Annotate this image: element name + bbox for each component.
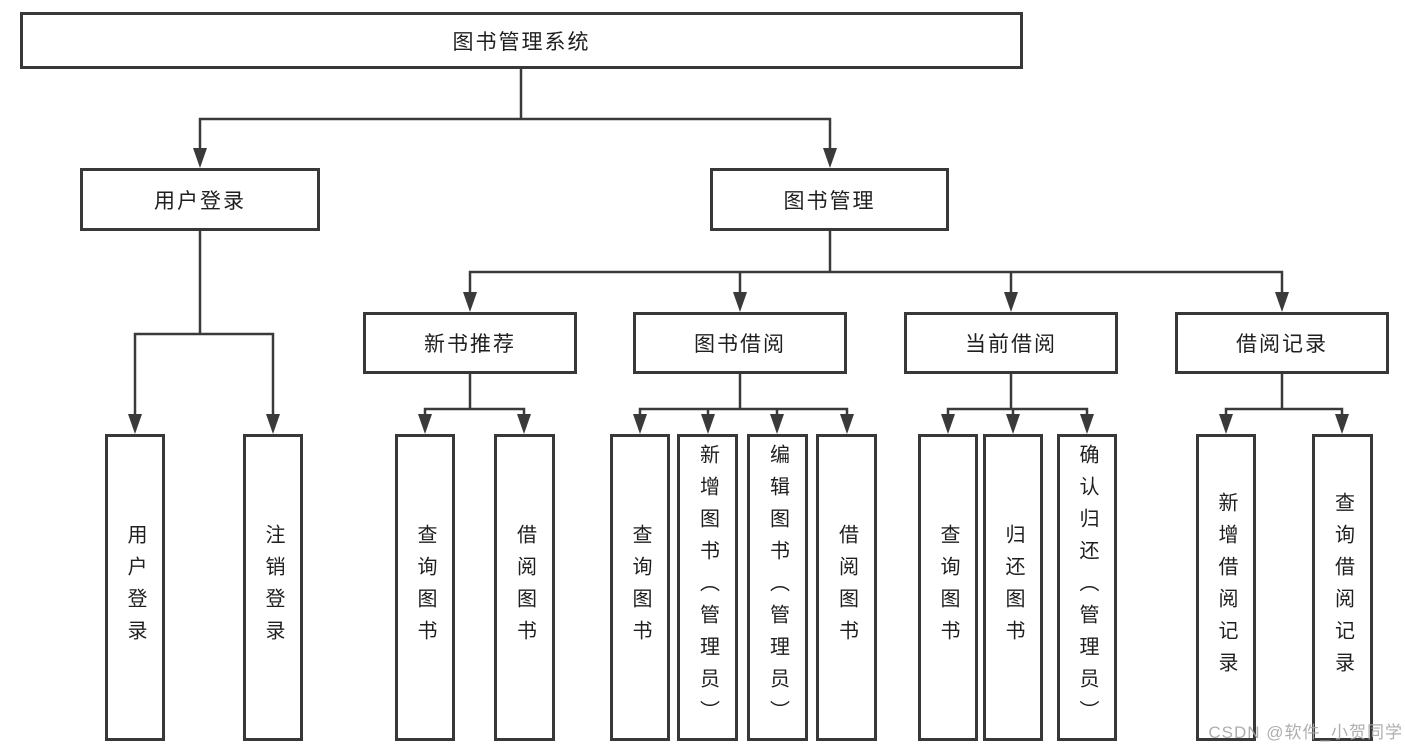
node-borrow-records: 借阅记录: [1175, 312, 1389, 374]
node-leaf-user-login: 用户登录: [105, 434, 165, 741]
node-leaf-cb-return: 归还图书: [983, 434, 1043, 741]
node-leaf-logout: 注销登录: [243, 434, 303, 741]
node-label: 新书推荐: [424, 333, 516, 356]
node-leaf-bb-query: 查询图书: [610, 434, 670, 741]
node-label: 图书管理: [783, 189, 876, 213]
node-leaf-cb-query: 查询图书: [918, 434, 978, 741]
node-label: 确认归还（管理员）: [1076, 443, 1098, 732]
node-book-mgmt: 图书管理: [710, 168, 949, 231]
node-current-borrow: 当前借阅: [904, 312, 1118, 374]
node-label: 借阅图书: [513, 523, 536, 652]
node-leaf-cb-confirm: 确认归还（管理员）: [1057, 434, 1117, 741]
node-book-borrow: 图书借阅: [633, 312, 847, 374]
node-leaf-nb-borrow: 借阅图书: [494, 434, 555, 741]
node-label: 用户登录: [154, 189, 246, 213]
node-label: 归还图书: [1002, 523, 1024, 652]
node-new-book-rec: 新书推荐: [363, 312, 577, 374]
node-label: 借阅图书: [835, 523, 858, 652]
node-label: 图书借阅: [694, 333, 786, 356]
node-label: 查询借阅记录: [1331, 491, 1354, 684]
node-leaf-bb-add: 新增图书（管理员）: [677, 434, 738, 741]
node-leaf-rec-query: 查询借阅记录: [1312, 434, 1373, 741]
node-label: 查询图书: [937, 523, 959, 652]
node-label: 注销登录: [262, 523, 284, 652]
node-label: 新增借阅记录: [1215, 491, 1237, 684]
node-root: 图书管理系统: [20, 12, 1023, 69]
node-label: 查询图书: [414, 523, 436, 652]
node-label: 当前借阅: [965, 333, 1057, 356]
node-label: 借阅记录: [1236, 333, 1328, 356]
node-label: 用户登录: [124, 523, 146, 652]
node-label: 新增图书（管理员）: [696, 443, 719, 732]
node-leaf-bb-borrow: 借阅图书: [816, 434, 877, 741]
node-label: 查询图书: [629, 523, 651, 652]
node-label: 编辑图书（管理员）: [766, 443, 789, 732]
node-leaf-rec-add: 新增借阅记录: [1196, 434, 1256, 741]
node-leaf-nb-query: 查询图书: [395, 434, 455, 741]
node-label: 图书管理系统: [452, 30, 591, 54]
node-user-login: 用户登录: [80, 168, 320, 231]
node-leaf-bb-edit: 编辑图书（管理员）: [747, 434, 808, 741]
